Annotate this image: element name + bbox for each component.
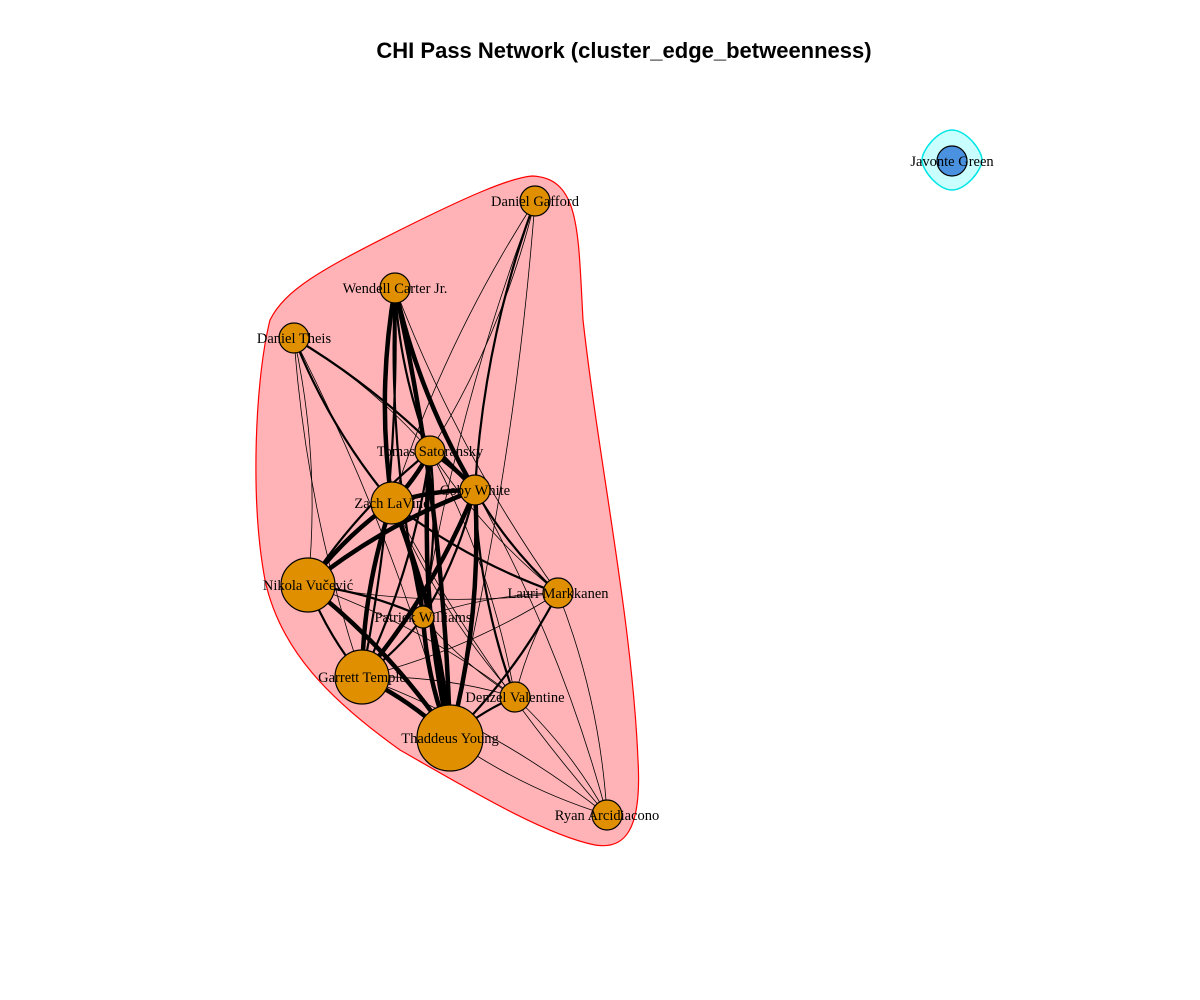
edge-tomas-satoransky-garrett-temple: [360, 449, 432, 679]
edge-tomas-satoransky-daniel-theis: [293, 337, 431, 452]
node-label-lauri-markkanen: Lauri Markkanen: [507, 586, 609, 602]
edge-zach-lavine-daniel-theis: [292, 336, 394, 505]
node-thaddeus-young: [416, 704, 484, 772]
node-javonte-green: [936, 145, 968, 177]
edge-nikola-vucevic-daniel-theis: [293, 337, 313, 586]
edge-tomas-satoransky-donzel-valentine: [429, 450, 516, 698]
node-patrick-williams: [411, 605, 435, 629]
node-label-zach-lavine: Zach LaVine: [354, 496, 429, 512]
node-label-daniel-theis: Daniel Theis: [257, 331, 332, 347]
node-label-thaddeus-young: Thaddeus Young: [401, 731, 498, 747]
edge-donzel-valentine-ryan-arcidiacono: [514, 696, 608, 816]
node-label-patrick-williams: Patrick Williams: [374, 610, 471, 626]
node-label-garrett-temple: Garrett Temple: [318, 670, 406, 686]
edge-daniel-theis-garrett-temple: [293, 337, 363, 678]
node-lauri-markkanen: [542, 577, 574, 609]
chart-title: CHI Pass Network (cluster_edge_betweenne…: [376, 38, 871, 63]
edge-daniel-gafford-patrick-williams: [422, 200, 536, 618]
edge-lauri-markkanen-ryan-arcidiacono: [557, 592, 608, 816]
edge-tomas-satoransky-daniel-gafford: [429, 200, 536, 452]
edge-daniel-gafford-thaddeus-young: [449, 200, 536, 739]
node-label-tomas-satoransky: Tomas Satoransky: [377, 444, 484, 460]
node-nikola-vucevic: [280, 557, 336, 613]
node-label-nikola-vucevic: Nikola Vučević: [263, 578, 353, 594]
edge-garrett-temple-ryan-arcidiacono: [361, 676, 608, 816]
node-ryan-arcidiacono: [591, 799, 623, 831]
edge-zach-lavine-donzel-valentine: [391, 502, 516, 698]
edge-wendell-carter-thaddeus-young: [392, 285, 453, 741]
edge-zach-lavine-wendell-carter: [382, 285, 398, 506]
edge-nikola-vucevic-lauri-markkanen: [307, 584, 559, 600]
node-label-donzel-valentine: Denzel Valentine: [465, 690, 564, 706]
node-label-wendell-carter: Wendell Carter Jr.: [343, 281, 448, 297]
node-coby-white: [459, 474, 491, 506]
node-zach-lavine: [370, 481, 414, 525]
node-donzel-valentine: [499, 681, 531, 713]
node-garrett-temple: [334, 649, 390, 705]
node-wendell-carter: [379, 272, 411, 304]
node-label-javonte-green: Javonte Green: [910, 154, 994, 170]
node-label-ryan-arcidiacono: Ryan Arcidiacono: [555, 808, 660, 824]
edge-tomas-satoransky-thaddeus-young: [424, 448, 453, 741]
edge-coby-white-daniel-gafford: [473, 199, 537, 492]
edge-coby-white-ryan-arcidiacono: [474, 489, 608, 816]
edge-nikola-vucevic-donzel-valentine: [307, 584, 516, 698]
edge-wendell-carter-patrick-williams: [392, 286, 425, 619]
edge-tomas-satoransky-lauri-markkanen: [429, 450, 559, 594]
node-daniel-gafford: [519, 185, 551, 217]
edge-daniel-theis-thaddeus-young: [293, 337, 451, 739]
edge-zach-lavine-ryan-arcidiacono: [391, 502, 608, 816]
nodes-layer: [278, 145, 968, 831]
node-label-coby-white: Coby White: [440, 483, 510, 499]
node-tomas-satoransky: [414, 435, 446, 467]
node-daniel-theis: [278, 322, 310, 354]
edge-wendell-carter-lauri-markkanen: [394, 287, 559, 594]
edge-zach-lavine-daniel-gafford: [391, 200, 536, 504]
node-label-daniel-gafford: Daniel Gafford: [491, 194, 580, 210]
